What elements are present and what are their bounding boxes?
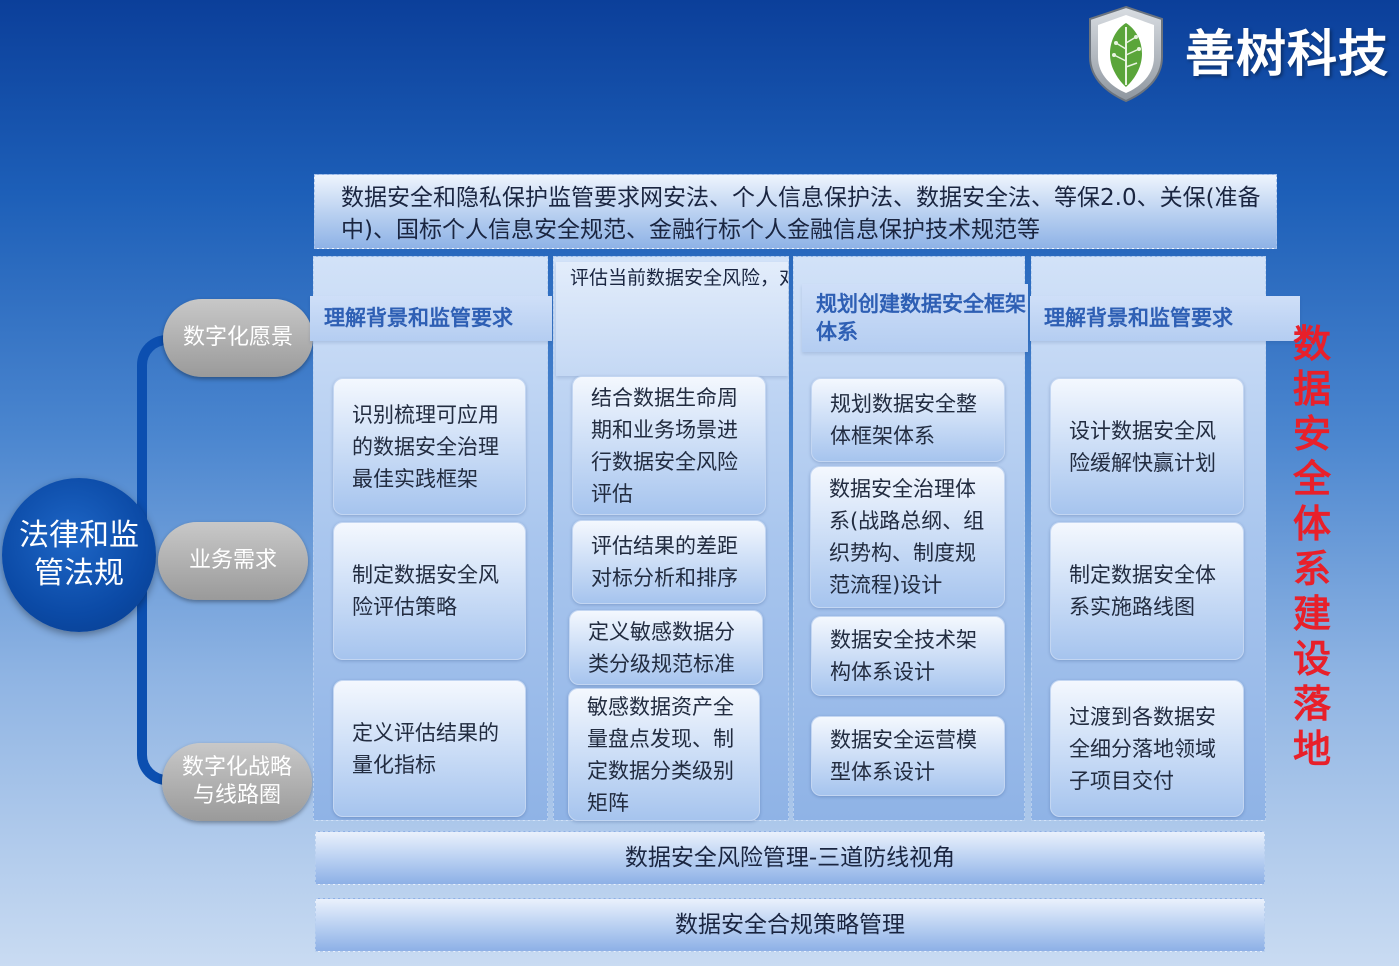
bottom-bar-risk-management: 数据安全风险管理-三道防线视角 <box>315 831 1265 885</box>
pill-digital-vision: 数字化愿景 <box>163 299 313 377</box>
column-3-item: 数据安全技术架构体系设计 <box>811 616 1005 696</box>
pill-digital-strategy: 数字化战略与线路圈 <box>162 743 312 821</box>
item-text: 结合数据生命周期和业务场景进行数据安全风险评估 <box>591 385 738 506</box>
column-2-item: 敏感数据资产全量盘点发现、制定数据分类级别矩阵 <box>568 688 760 821</box>
column-4-item: 过渡到各数据安全细分落地领域子项目交付 <box>1050 680 1244 817</box>
item-text: 设计数据安全风险缓解快赢计划 <box>1069 418 1216 475</box>
bottom-bar-compliance: 数据安全合规策略管理 <box>315 898 1265 952</box>
brand-name: 善树科技 <box>1185 25 1389 83</box>
item-text: 过渡到各数据安全细分落地领域子项目交付 <box>1069 704 1216 793</box>
item-text: 制定数据安全体系实施路线图 <box>1069 563 1216 619</box>
column-1-item: 制定数据安全风险评估策略 <box>333 522 526 660</box>
column-1-item: 定义评估结果的量化指标 <box>333 680 526 817</box>
item-text: 定义评估结果的量化指标 <box>352 720 499 777</box>
column-4-item: 设计数据安全风险缓解快赢计划 <box>1050 378 1244 515</box>
item-text: 数据安全治理体系(战路总纲、组织势构、制度规范流程)设计 <box>829 477 985 597</box>
hub-law-regulations: 法律和监管法规 <box>2 478 156 632</box>
pill-label: 数字化愿景 <box>182 325 293 350</box>
pill-business-needs: 业务需求 <box>158 522 308 600</box>
item-text: 数据安全运营模型体系设计 <box>830 728 977 784</box>
pill-label: 业务需求 <box>188 548 277 573</box>
item-text: 制定数据安全风险评估策略 <box>352 563 499 619</box>
column-4-item: 制定数据安全体系实施路线图 <box>1050 522 1244 660</box>
vertical-title: 数据安全体系建设落地 <box>1292 322 1331 771</box>
pill-label: 数字化战略与线路圈 <box>181 755 292 808</box>
item-text: 数据安全技术架构体系设计 <box>830 628 977 684</box>
logo-shield-icon <box>1086 5 1166 103</box>
item-text: 识别梳理可应用的数据安全治理最佳实践框架 <box>352 402 499 491</box>
column-1-item: 识别梳理可应用的数据安全治理最佳实践框架 <box>333 378 526 515</box>
column-2-item: 定义敏感数据分类分级规范标准 <box>569 610 763 685</box>
column-1-header: 理解背景和监管要求 <box>310 296 552 341</box>
item-text: 敏感数据资产全量盘点发现、制定数据分类级别矩阵 <box>587 694 734 815</box>
column-2-item: 评估结果的差距对标分析和排序 <box>572 520 766 604</box>
regulation-banner: 数据安全和隐私保护监管要求网安法、个人信息保护法、数据安全法、等保2.0、关保(… <box>314 174 1277 249</box>
column-4-header: 理解背景和监管要求 <box>1030 296 1300 341</box>
column-3-item: 规划数据安全整体框架体系 <box>811 378 1005 462</box>
hub-label: 法律和监管法规 <box>19 518 139 591</box>
item-text: 定义敏感数据分类分级规范标准 <box>588 619 735 676</box>
column-2-item: 结合数据生命周期和业务场景进行数据安全风险评估 <box>572 376 766 515</box>
item-text: 规划数据安全整体框架体系 <box>830 392 977 448</box>
column-3-item: 数据安全运营模型体系设计 <box>811 716 1005 796</box>
column-3-header: 规划创建数据安全框架体系 <box>802 284 1028 352</box>
column-3-item: 数据安全治理体系(战路总纲、组织势构、制度规范流程)设计 <box>810 466 1005 608</box>
item-text: 评估结果的差距对标分析和排序 <box>591 534 738 590</box>
column-2-header: 评估当前数据安全风险，对敏感数据分布进行全面摸排，厘清重点领域，夯实数据安全底座 <box>556 262 788 376</box>
